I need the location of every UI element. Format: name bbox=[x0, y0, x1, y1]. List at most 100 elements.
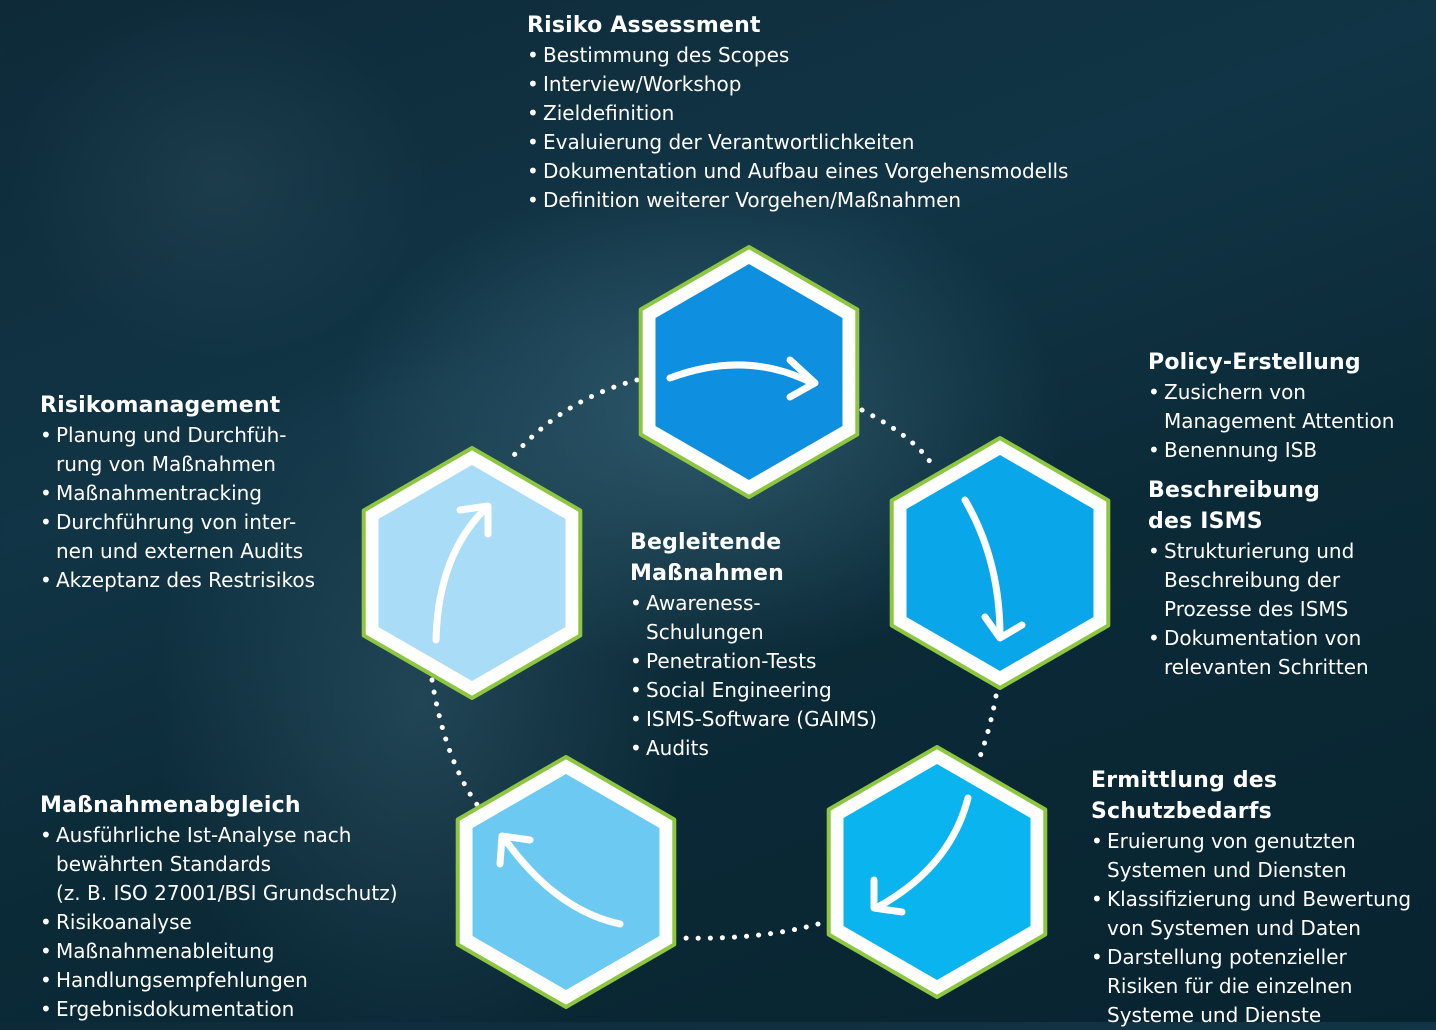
list-item-text: von Systemen und Daten bbox=[1107, 916, 1361, 940]
list-item-text: Zusichern von bbox=[1164, 380, 1306, 404]
title-line: Maßnahmenabgleich bbox=[40, 793, 301, 818]
list-item: Maßnahmentracking bbox=[40, 479, 315, 508]
arrow-icon bbox=[432, 504, 490, 644]
hex-bottom-right-fill bbox=[843, 764, 1031, 980]
title-line: Maßnahmen bbox=[630, 561, 785, 586]
list-item: Handlungsempfehlungen bbox=[40, 966, 398, 995]
list-item-text: relevanten Schritten bbox=[1164, 655, 1369, 679]
dotted-connectors bbox=[429, 377, 999, 941]
list-item-text: Dokumentation und Aufbau eines Vorgehens… bbox=[543, 159, 1069, 183]
list-item-text: Risikoanalyse bbox=[56, 910, 192, 934]
list-item: Risikoanalyse bbox=[40, 908, 398, 937]
dotted-connector-5 bbox=[429, 677, 481, 809]
list-item-text: Darstellung potenzieller bbox=[1107, 945, 1347, 969]
list-item-text: Benennung ISB bbox=[1164, 438, 1318, 462]
list-item-text: Schulungen bbox=[646, 620, 764, 644]
risiko-assessment-list: Bestimmung des ScopesInterview/WorkshopZ… bbox=[527, 41, 1068, 215]
risikomanagement-block: Risikomanagement Planung und Durchfüh-ru… bbox=[40, 390, 315, 595]
list-item-text: Bestimmung des Scopes bbox=[543, 43, 790, 67]
arrowhead-icon bbox=[496, 832, 534, 868]
list-item-text: Management Attention bbox=[1164, 409, 1395, 433]
hex-left-fill bbox=[378, 465, 566, 681]
list-item-text: Klassifizierung und Bewertung bbox=[1107, 887, 1412, 911]
list-item-text: Maßnahmentracking bbox=[56, 481, 263, 505]
list-item: Benennung ISB bbox=[1148, 436, 1394, 465]
list-item-text: Awareness- bbox=[646, 591, 761, 615]
list-item-text: Dokumentation von bbox=[1164, 626, 1362, 650]
risiko-assessment-block: Risiko Assessment Bestimmung des ScopesI… bbox=[527, 10, 1068, 215]
list-item: Interview/Workshop bbox=[527, 70, 1068, 99]
list-item-text: Ausführliche Ist-Analyse nach bbox=[56, 823, 352, 847]
hex-left bbox=[361, 446, 583, 700]
beschreibung-isms-title: Beschreibung des ISMS bbox=[1148, 475, 1369, 537]
title-line: Policy-Erstellung bbox=[1148, 350, 1361, 375]
list-item: Penetration-Tests bbox=[630, 647, 877, 676]
title-line: Risiko Assessment bbox=[527, 13, 761, 38]
list-item-text: Zieldefinition bbox=[543, 101, 675, 125]
list-item-text: Prozesse des ISMS bbox=[1164, 597, 1349, 621]
arrowhead-icon bbox=[981, 613, 1026, 642]
dotted-connector-1 bbox=[505, 377, 640, 465]
list-item: Audits bbox=[630, 734, 877, 763]
dotted-connector-3 bbox=[975, 693, 999, 765]
title-line: des ISMS bbox=[1148, 509, 1263, 534]
list-item-text: Interview/Workshop bbox=[543, 72, 742, 96]
list-item-text: Strukturierung und bbox=[1164, 539, 1355, 563]
list-item: Maßnahmenableitung bbox=[40, 937, 398, 966]
list-item: Definition weiterer Vorgehen/Maßnahmen bbox=[527, 186, 1068, 215]
list-item-text: Systeme und Dienste bbox=[1107, 1003, 1322, 1027]
list-item-text: ISMS-Software (GAIMS) bbox=[646, 707, 877, 731]
list-item: Social Engineering bbox=[630, 676, 877, 705]
risikomanagement-title: Risikomanagement bbox=[40, 390, 315, 421]
list-item-text: Handlungsempfehlungen bbox=[56, 968, 308, 992]
arrow-icon bbox=[666, 361, 814, 386]
list-item-text: Social Engineering bbox=[646, 678, 832, 702]
arrow-icon bbox=[500, 834, 624, 928]
policy-erstellung-title: Policy-Erstellung bbox=[1148, 347, 1394, 378]
list-item-text: Ergebnisdokumentation bbox=[56, 997, 295, 1021]
list-item: Awareness- Schulungen bbox=[630, 589, 877, 647]
hex-top bbox=[638, 245, 860, 499]
title-line: Schutzbedarfs bbox=[1091, 799, 1272, 824]
list-item: Planung und Durchfüh-rung von Maßnahmen bbox=[40, 421, 315, 479]
hex-top-fill bbox=[655, 264, 843, 480]
massnahmenabgleich-title: Maßnahmenabgleich bbox=[40, 790, 398, 821]
list-item-text: Akzeptanz des Restrisikos bbox=[56, 568, 316, 592]
arrow-icon bbox=[961, 496, 1004, 640]
list-item: Klassifizierung und Bewertung von Systeme… bbox=[1091, 885, 1411, 943]
title-line: Beschreibung bbox=[1148, 478, 1321, 503]
list-item: Dokumentation und Aufbau eines Vorgehens… bbox=[527, 157, 1068, 186]
title-line: Begleitende bbox=[630, 530, 782, 555]
risiko-assessment-title: Risiko Assessment bbox=[527, 10, 1068, 41]
list-item-text: Beschreibung der bbox=[1164, 568, 1341, 592]
list-item: Durchführung von inter-nen und externen … bbox=[40, 508, 315, 566]
list-item: Dokumentation von relevanten Schritten bbox=[1148, 624, 1369, 682]
list-item: Evaluierung der Verantwortlichkeiten bbox=[527, 128, 1068, 157]
list-item: Bestimmung des Scopes bbox=[527, 41, 1068, 70]
hex-right bbox=[889, 436, 1111, 690]
risikomanagement-list: Planung und Durchfüh-rung von MaßnahmenM… bbox=[40, 421, 315, 595]
list-item-text: Audits bbox=[646, 736, 709, 760]
policy-erstellung-block: Policy-Erstellung Zusichern vonManagemen… bbox=[1148, 347, 1394, 465]
dotted-connector-4 bbox=[677, 921, 821, 941]
title-line: Risikomanagement bbox=[40, 393, 281, 418]
list-item-text: Eruierung von genutzten bbox=[1107, 829, 1356, 853]
list-item-text: Risiken für die einzelnen bbox=[1107, 974, 1353, 998]
hex-bottom-left-fill bbox=[472, 774, 660, 990]
arrowhead-icon bbox=[870, 876, 906, 916]
